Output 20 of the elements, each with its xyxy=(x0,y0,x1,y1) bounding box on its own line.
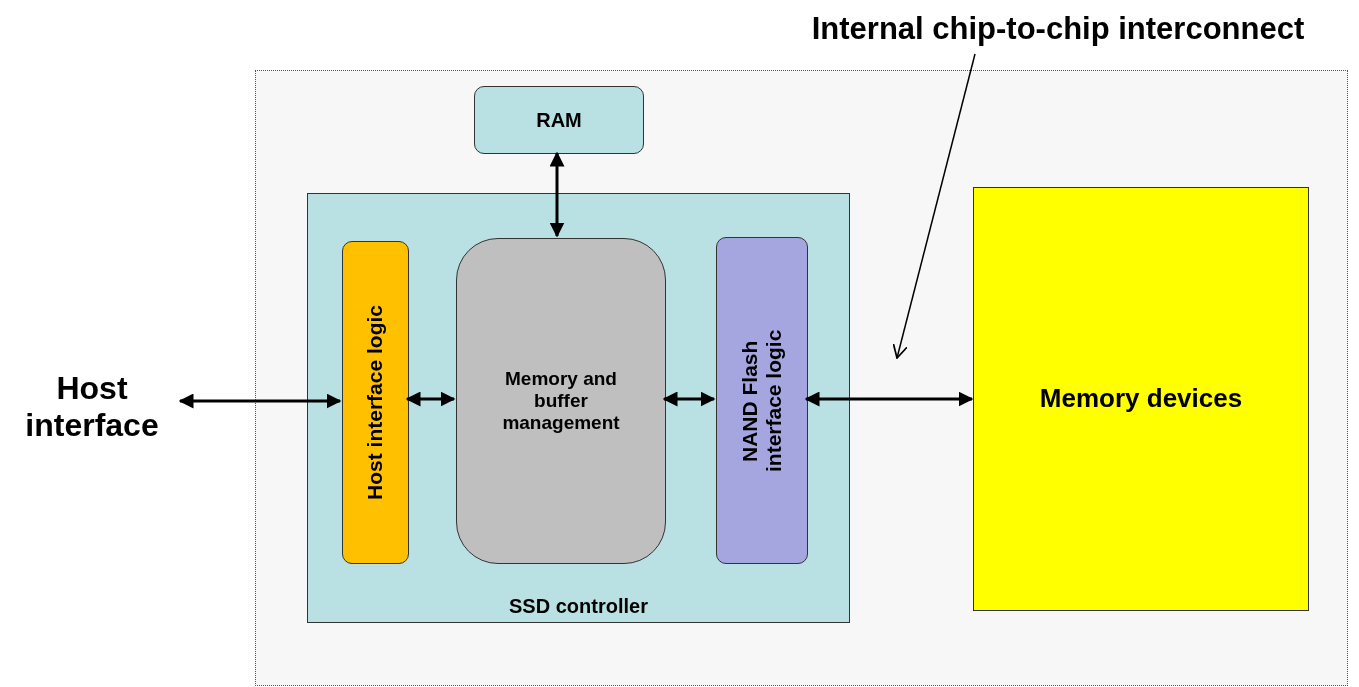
controller-box xyxy=(307,193,850,623)
ram-box xyxy=(474,86,644,154)
box-label: NAND Flash interface logic xyxy=(737,328,786,474)
leader-line xyxy=(892,53,976,359)
box-label: Memory and buffer management xyxy=(501,368,621,434)
box-title: SSD controller xyxy=(509,595,648,618)
host-interface-label: Host interface xyxy=(24,369,160,444)
double-arrow xyxy=(804,391,974,407)
logic-block xyxy=(716,237,808,564)
interconnect-label: Internal chip-to-chip interconnect xyxy=(811,11,1305,47)
dotted-frame xyxy=(255,70,1348,686)
box-label: Memory devices xyxy=(1039,384,1243,414)
double-arrow xyxy=(405,391,456,407)
double-arrow xyxy=(178,393,342,409)
double-arrow xyxy=(662,391,716,407)
box-label: RAM xyxy=(536,108,582,132)
box-label: Host interface logic xyxy=(363,305,388,500)
logic-block xyxy=(342,241,409,564)
management-block xyxy=(456,238,666,564)
memory-block xyxy=(973,187,1309,611)
